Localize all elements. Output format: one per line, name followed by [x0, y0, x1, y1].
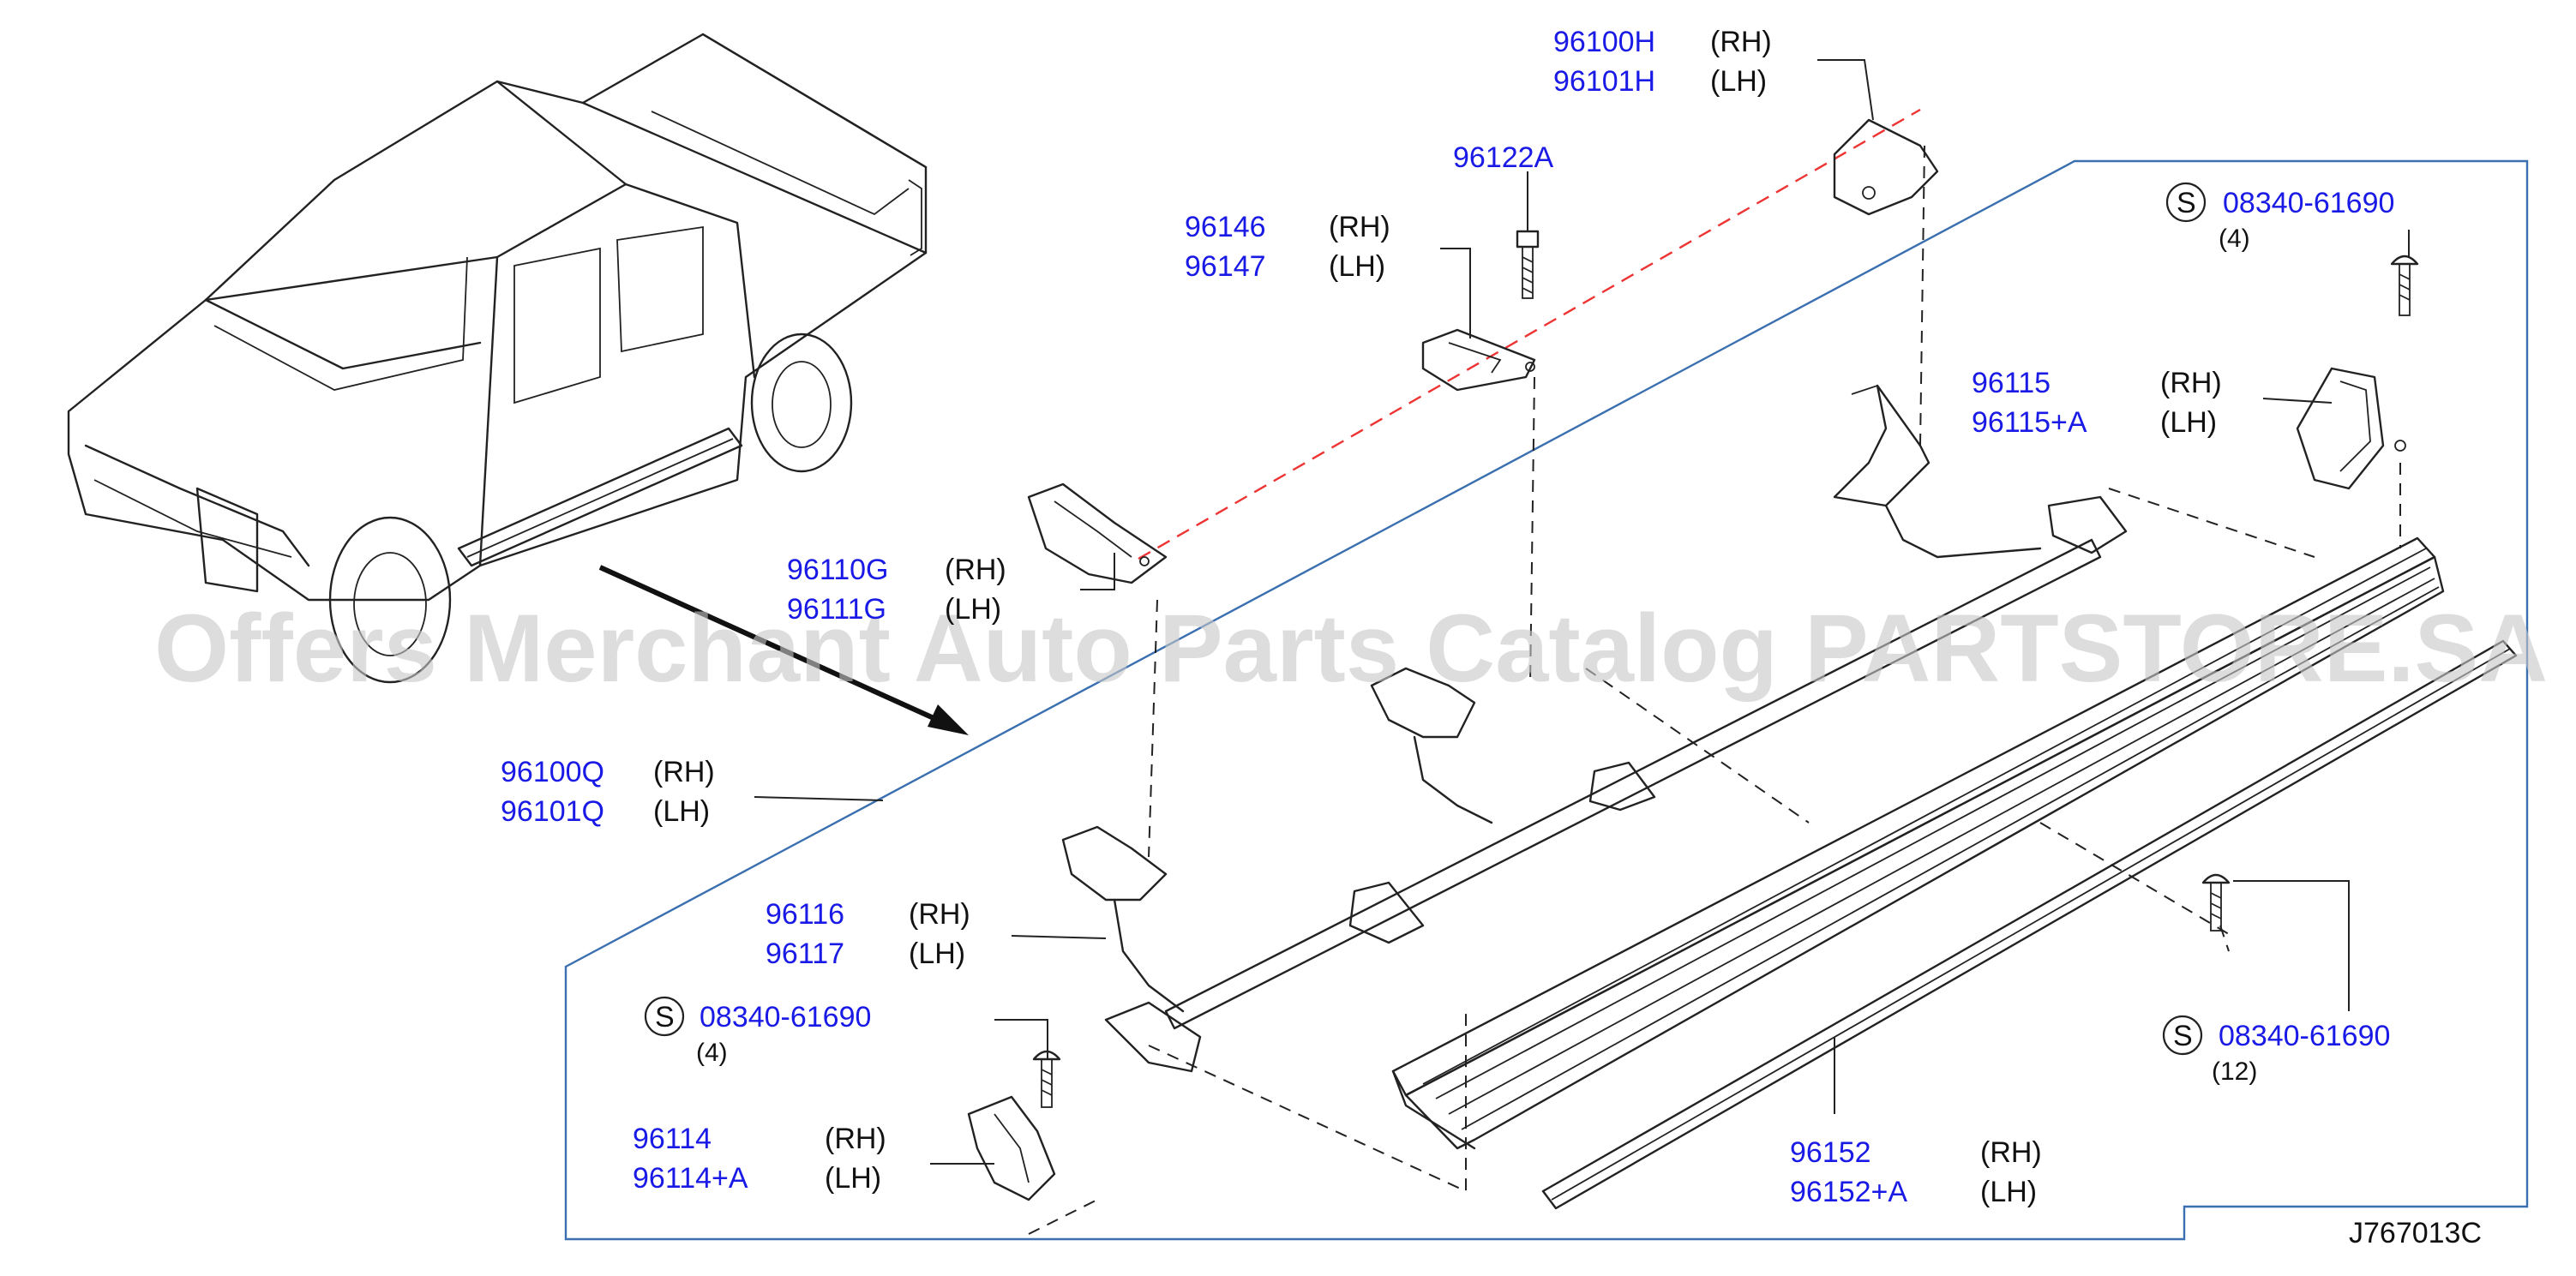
callout-96115[interactable]: 96115 (RH) 96115+A (LH) [1972, 367, 2222, 439]
part-number[interactable]: 96152 [1790, 1136, 1871, 1169]
part-number[interactable]: 08340-61690 [2223, 187, 2394, 219]
side-label: (RH) [653, 756, 715, 788]
bolt-08340-left [1032, 1050, 1061, 1108]
leader-lines [754, 59, 2410, 1165]
side-label: (LH) [653, 795, 710, 828]
side-label: (RH) [909, 898, 970, 931]
truck-illustration [67, 33, 928, 684]
running-board-step [1391, 536, 2518, 1210]
part-number[interactable]: 96116 [766, 898, 844, 931]
part-number[interactable]: 96110G [787, 554, 888, 586]
bolt-96122A [1516, 230, 1540, 299]
bracket-96115 [2296, 367, 2406, 490]
part-number[interactable]: 08340-61690 [2219, 1020, 2390, 1052]
side-label: (RH) [945, 554, 1006, 586]
part-number[interactable]: 96111G [787, 593, 886, 626]
bracket-96100H [1833, 118, 1939, 216]
callout-96110G[interactable]: 96110G (RH) 96111G (LH) [787, 554, 1006, 626]
callout-96146[interactable]: 96146 (RH) 96147 (LH) [1185, 211, 1390, 283]
quantity: (4) [2219, 225, 2250, 253]
side-label: (LH) [1980, 1176, 2037, 1208]
callout-96122A[interactable]: 96122A [1453, 141, 1554, 174]
part-number[interactable]: 96101Q [501, 795, 604, 828]
part-number[interactable]: 96100H [1553, 26, 1655, 58]
quantity: (12) [2212, 1057, 2257, 1086]
part-number[interactable]: 96117 [766, 938, 844, 970]
callout-96100H[interactable]: 96100H (RH) 96101H (LH) [1553, 26, 1772, 98]
side-label: (RH) [825, 1123, 886, 1155]
callout-08340-left[interactable]: S 08340-61690 (4) [644, 996, 871, 1067]
callout-96152[interactable]: 96152 (RH) 96152+A (LH) [1790, 1136, 2042, 1208]
reference-lines [1028, 145, 2401, 1235]
watermark: Offers Merchant Auto Parts Catalog PARTS… [154, 595, 2548, 702]
side-label: (LH) [909, 938, 965, 970]
standard-part-symbol [2162, 1015, 2203, 1056]
bracket-96110G [1027, 482, 1168, 584]
callout-08340-top[interactable]: S 08340-61690 (4) [2165, 182, 2394, 253]
standard-part-letter: S [2177, 187, 2196, 219]
side-label: (RH) [2160, 367, 2222, 399]
bolt-08340-right [2201, 873, 2231, 932]
side-label: (LH) [1329, 250, 1385, 283]
bracket-96100Q [1370, 667, 1493, 824]
part-number[interactable]: 96122A [1453, 141, 1554, 174]
part-number[interactable]: 08340-61690 [700, 1001, 871, 1033]
side-label: (RH) [1980, 1136, 2042, 1169]
callout-96116[interactable]: 96116 (RH) 96117 (LH) [766, 898, 970, 970]
bracket-96146 [1421, 328, 1536, 392]
part-number[interactable]: 96115 [1972, 367, 2051, 399]
diagram-frame [564, 159, 2529, 1241]
part-number[interactable]: 96115+A [1972, 406, 2087, 439]
side-label: (LH) [1710, 65, 1767, 98]
part-number[interactable]: 96114 [633, 1123, 712, 1155]
frame-rail [1104, 495, 2128, 1073]
bracket-rear [1833, 384, 2042, 559]
callout-96114[interactable]: 96114 (RH) 96114+A (LH) [633, 1123, 886, 1195]
bracket-96114 [967, 1095, 1056, 1201]
standard-part-symbol [644, 996, 685, 1037]
quantity: (4) [696, 1039, 728, 1067]
standard-part-symbol [2165, 182, 2207, 223]
side-label: (RH) [1710, 26, 1772, 58]
standard-part-letter: S [655, 1001, 675, 1033]
callout-96100Q[interactable]: 96100Q (RH) 96101Q (LH) [501, 756, 715, 828]
side-label: (LH) [825, 1162, 881, 1195]
part-number[interactable]: 96146 [1185, 211, 1266, 243]
alignment-line-red [1138, 108, 1921, 560]
side-label: (LH) [945, 593, 1001, 626]
part-number[interactable]: 96100Q [501, 756, 604, 788]
part-number[interactable]: 96147 [1185, 250, 1266, 283]
part-number[interactable]: 96152+A [1790, 1176, 1907, 1208]
side-label: (LH) [2160, 406, 2217, 439]
callout-08340-right[interactable]: S 08340-61690 (12) [2162, 1015, 2390, 1086]
diagram-code: J767013C [2349, 1217, 2482, 1249]
bracket-96116 [1061, 825, 1185, 1013]
part-number[interactable]: 96114+A [633, 1162, 748, 1195]
side-label: (RH) [1329, 211, 1390, 243]
bolt-08340-top [2390, 255, 2419, 316]
part-number[interactable]: 96101H [1553, 65, 1655, 98]
direction-arrow [598, 565, 969, 735]
standard-part-letter: S [2173, 1020, 2193, 1052]
